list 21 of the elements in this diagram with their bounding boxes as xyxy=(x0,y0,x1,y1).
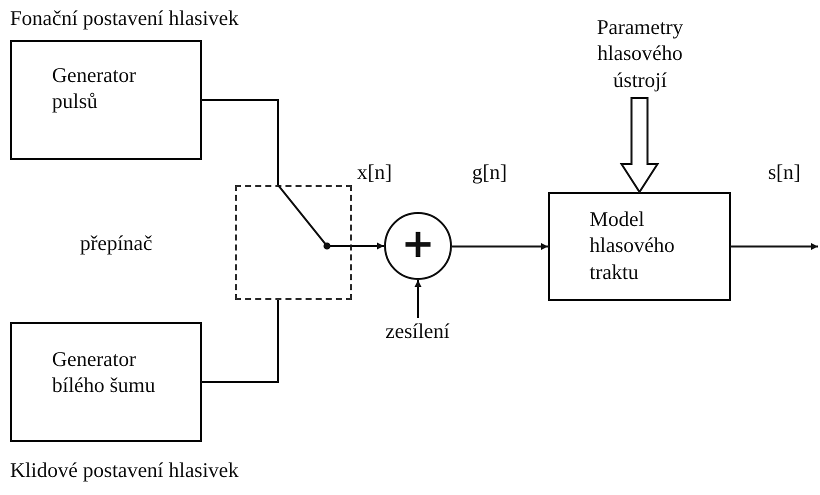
arrow xyxy=(731,243,818,250)
arrow xyxy=(452,243,548,250)
process-box xyxy=(10,322,202,442)
arrow xyxy=(352,242,384,250)
label-text: Parametry hlasového ústrojí xyxy=(596,14,684,93)
state-caption: Fonační postavení hlasivek xyxy=(10,6,239,31)
switch-box xyxy=(235,185,352,300)
summing-junction xyxy=(384,212,452,280)
box-label: Model hlasového traktu xyxy=(590,206,676,285)
box-label: Generator bílého šumu xyxy=(52,346,156,398)
label-text: zesílení xyxy=(384,318,451,344)
connector-line xyxy=(202,99,279,185)
process-box xyxy=(10,40,202,160)
state-caption: Klidové postavení hlasivek xyxy=(10,458,239,483)
process-box xyxy=(548,192,731,301)
connector-line xyxy=(202,300,279,383)
plus-sign: + xyxy=(401,224,435,264)
box-label: Generator pulsů xyxy=(52,62,137,114)
switch-label: přepínač xyxy=(80,231,152,256)
hollow-arrow xyxy=(620,97,660,194)
arrow xyxy=(414,280,422,318)
